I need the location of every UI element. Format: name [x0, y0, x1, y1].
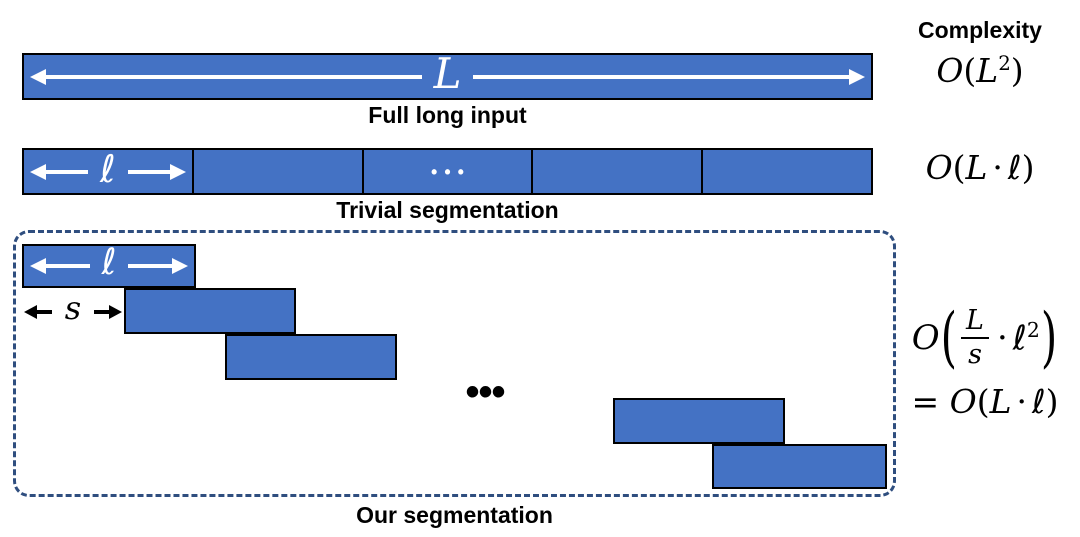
overlap-segment-3 — [225, 334, 397, 380]
segment-length-label: ℓ — [101, 242, 117, 283]
arrowhead-left-icon — [24, 305, 37, 319]
equals-sign: = — [911, 382, 940, 421]
big-o: O — [925, 148, 953, 187]
overlap-segment-2 — [124, 288, 296, 334]
fraction-denominator: s — [968, 339, 982, 370]
trivial-segmentation-caption: Trivial segmentation — [336, 197, 559, 223]
complexity-ours-line1: O ( L s · ℓ2 ) — [880, 296, 1080, 380]
arrowhead-right-icon — [172, 258, 188, 274]
trivial-segmentation-bar: ℓ ••• — [22, 148, 873, 195]
cdot: · — [996, 318, 1008, 358]
var-ell: ℓ — [1007, 148, 1022, 187]
arrow-line — [37, 310, 52, 314]
arrow-line — [127, 169, 170, 174]
our-segmentation-caption: Our segmentation — [356, 502, 553, 528]
trivial-segment-4 — [533, 150, 704, 193]
paren: ) — [1021, 148, 1035, 187]
overlap-segment-1: ℓ — [22, 244, 196, 288]
big-paren-close: ) — [1040, 299, 1058, 376]
cdot: · — [1016, 382, 1028, 421]
trivial-segment-1: ℓ — [24, 150, 194, 193]
arrow-line — [473, 74, 850, 79]
paren: ( — [952, 148, 966, 187]
arrow-line — [46, 74, 422, 79]
paren: ) — [1045, 382, 1059, 421]
arrowhead-left-icon — [30, 68, 46, 85]
var-ell: ℓ — [1012, 318, 1027, 359]
segment-length-double-arrow: ℓ — [24, 242, 194, 286]
var-L: L — [965, 148, 988, 187]
paren: ( — [976, 382, 990, 421]
length-double-arrow: L — [24, 49, 871, 98]
exponent: 2 — [998, 52, 1011, 75]
complexity-full-input: O(L2) — [880, 51, 1080, 91]
length-label-L: L — [433, 49, 462, 98]
arrow-line — [46, 264, 90, 268]
stride-annotation: s — [24, 292, 122, 326]
ellipsis-dots: ••• — [465, 370, 505, 414]
arrow-line — [93, 310, 109, 314]
stride-arrow-right — [93, 305, 122, 319]
stride-label-s: s — [64, 289, 82, 327]
var-ell: ℓ — [1032, 382, 1046, 421]
full-input-bar: L — [22, 53, 873, 100]
complexity-trivial: O(L·ℓ) — [880, 148, 1080, 188]
ell-squared: ℓ2 — [1013, 318, 1040, 358]
trivial-segment-3: ••• — [364, 150, 534, 193]
cdot: · — [992, 148, 1003, 187]
arrowhead-right-icon — [108, 305, 122, 319]
full-input-caption: Full long input — [368, 102, 527, 128]
big-paren-open: ( — [940, 299, 958, 376]
arrowhead-left-icon — [30, 163, 46, 180]
arrowhead-right-icon — [169, 163, 186, 180]
segment-length-double-arrow: ℓ — [24, 150, 192, 193]
overlap-segment-5 — [712, 444, 887, 489]
fraction-L-over-s: L s — [961, 306, 989, 369]
exponent: 2 — [1026, 317, 1040, 342]
segment-length-label: ℓ — [100, 146, 116, 191]
paren: ( — [963, 51, 977, 90]
dashed-outline-box — [13, 230, 896, 497]
arrowhead-right-icon — [849, 68, 866, 85]
big-o: O — [911, 318, 940, 358]
fraction-numerator: L — [961, 306, 989, 339]
arrow-line — [46, 169, 89, 174]
complexity-header: Complexity — [918, 17, 1042, 43]
arrowhead-left-icon — [30, 258, 46, 274]
arrow-line — [128, 264, 172, 268]
paren: ) — [1010, 51, 1024, 90]
ellipsis-dots: ••• — [431, 161, 471, 182]
overlap-segment-4 — [613, 398, 785, 444]
stride-arrow-left — [24, 305, 52, 319]
big-o: O — [936, 51, 964, 90]
trivial-segment-2 — [194, 150, 364, 193]
complexity-ours-line2: = O(L·ℓ) — [880, 382, 1080, 422]
var-L: L — [976, 51, 999, 90]
big-o: O — [949, 382, 977, 421]
var-L: L — [989, 382, 1012, 421]
